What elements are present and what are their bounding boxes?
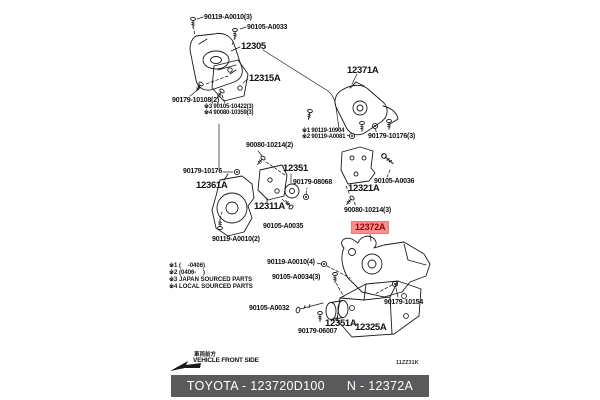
fastener-label-90105-A0034-3[interactable]: 90105-A0034(3): [272, 274, 321, 281]
part-label-12315A[interactable]: 12315A: [249, 73, 281, 84]
fastener-label-90179-10176-3[interactable]: 90179-10176(3): [368, 133, 416, 140]
fastener-label-90179-10154[interactable]: 90179-10154: [384, 299, 424, 306]
fastener-label-90179-10176[interactable]: 90179-10176: [183, 168, 223, 175]
legend-line-3: ※3 JAPAN SOURCED PARTS: [169, 277, 253, 283]
footer-part-number: TOYOTA - 123720D100: [186, 379, 325, 393]
part-shape-12321A: [340, 146, 376, 185]
part-label-12361A[interactable]: 12361A: [196, 180, 228, 191]
part-shape-12351A: [325, 300, 349, 320]
front-direction-arrow: [170, 361, 201, 371]
fastener-label-90105-A0033[interactable]: 90105-A0033: [247, 24, 288, 31]
part-shape-12361A: [211, 173, 255, 237]
note-label-90119-A0081[interactable]: ※2 90119-A0081: [302, 134, 346, 140]
part-shape-12305: [189, 33, 243, 91]
fastener-label-90080-10214-3[interactable]: 90080-10214(3): [344, 207, 392, 214]
footer-reference: N - 12372A: [346, 379, 414, 393]
footer-bar: TOYOTA - 123720D100 N - 12372A: [171, 375, 429, 397]
legend-line-2: ※2 (0406- ): [169, 270, 206, 276]
note-label-90080-10359-3[interactable]: ※4 90080-10359(3): [204, 110, 254, 116]
part-label-12311A[interactable]: 12311A: [254, 201, 285, 212]
fastener-label-90105-A0032[interactable]: 90105-A0032: [249, 305, 290, 312]
fastener-shape-90105-A0032: [295, 302, 324, 314]
leader-lines: [189, 16, 399, 321]
part-label-12321A[interactable]: 12321A: [348, 183, 380, 194]
part-shape-12351: [284, 183, 300, 199]
note-label-90105-10422-3[interactable]: ※3 90105-10422(3): [204, 104, 254, 110]
fastener-label-90179-10108-2[interactable]: 90179-10108(2): [172, 97, 220, 104]
part-shape-12311A: [257, 164, 288, 201]
legend-line-4: ※4 LOCAL SOURCED PARTS: [169, 284, 253, 290]
part-label-12351A[interactable]: 12351A: [325, 318, 357, 329]
fastener-label-90105-A0036[interactable]: 90105-A0036: [374, 178, 415, 185]
part-label-12325A[interactable]: 12325A: [355, 322, 387, 333]
selected-part-label-12372A[interactable]: 12372A: [351, 221, 390, 234]
front-marker-japanese: 車両前方: [194, 352, 217, 358]
part-label-12371A[interactable]: 12371A: [347, 65, 379, 76]
legend-line-1: ※1 ( -0406): [169, 263, 206, 269]
legend: ※1 ( -0406) ※2 (0406- ) ※3 JAPAN SOURCED…: [169, 263, 253, 291]
fastener-label-90119-A0010-2[interactable]: 90119-A0010(2): [212, 236, 260, 243]
note-label-90119-10904[interactable]: ※1 90119-10904: [302, 128, 345, 134]
fastener-label-90119-A0010-4[interactable]: 90119-A0010(4): [267, 259, 315, 266]
drawing-code: 11ZZ31K: [396, 360, 419, 366]
fastener-label-90080-10214-2[interactable]: 90080-10214(2): [246, 142, 294, 149]
part-shape-12325A: [336, 280, 422, 338]
front-marker-label: VEHICLE FRONT SIDE: [193, 357, 259, 364]
fastener-label-90105-A0035[interactable]: 90105-A0035: [263, 223, 304, 230]
fastener-label-90179-08068[interactable]: 90179-08068: [293, 179, 333, 186]
part-label-12351[interactable]: 12351: [283, 163, 308, 174]
construction-line: [262, 49, 340, 130]
fastener-label-90119-A0010-3[interactable]: 90119-A0010(3): [204, 14, 252, 21]
part-label-12305[interactable]: 12305: [241, 41, 266, 52]
part-shape-12315A: [211, 59, 249, 102]
fastener-label-90179-06007[interactable]: 90179-06007: [298, 328, 338, 335]
dashed-lines: [192, 25, 393, 298]
